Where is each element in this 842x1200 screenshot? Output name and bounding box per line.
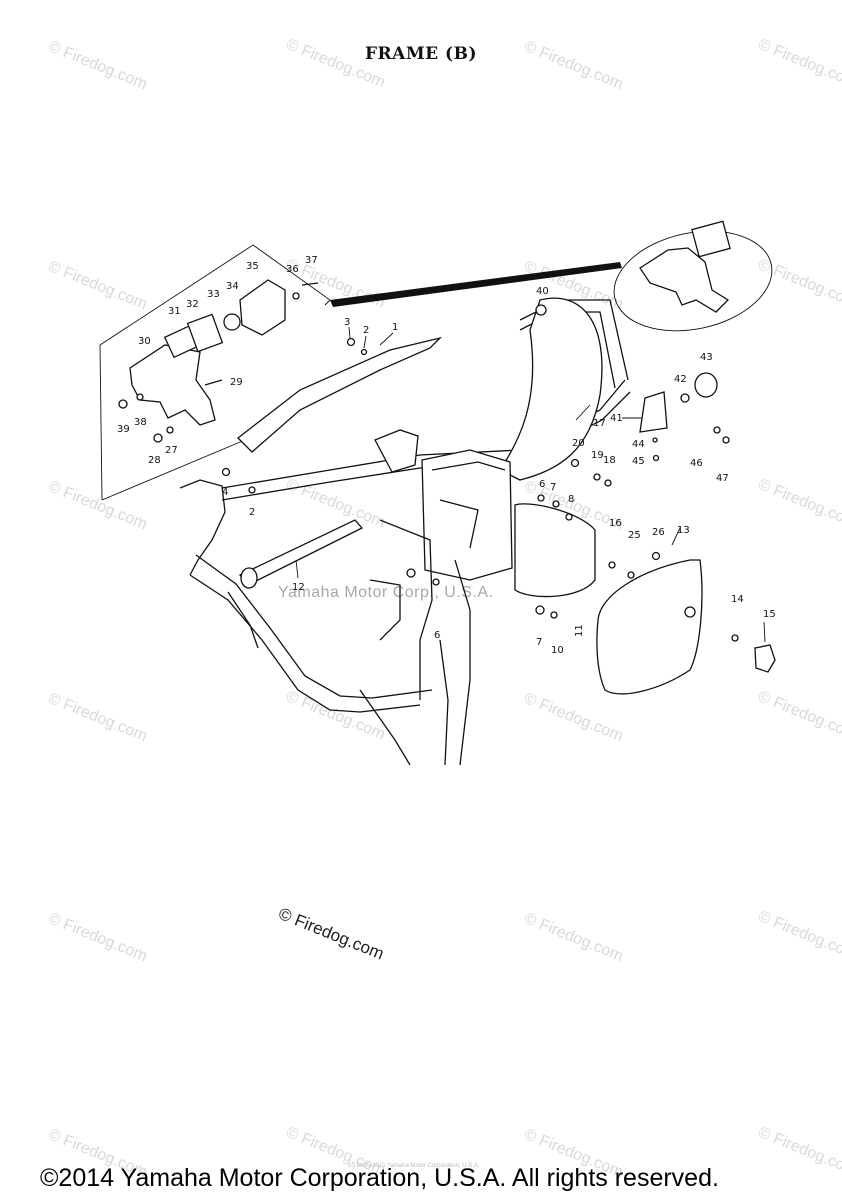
callout: 10 <box>551 645 564 656</box>
inset-panel <box>99 244 331 501</box>
callout: 46 <box>690 458 703 469</box>
chain-guard-1 <box>237 336 443 453</box>
callout: 26 <box>652 527 665 538</box>
rear-detail-oval <box>613 220 773 332</box>
callout: 20 <box>572 438 585 449</box>
callout-connector <box>330 262 622 307</box>
callout: 4 <box>222 487 228 498</box>
callout: 47 <box>716 473 729 484</box>
callout: 17 <box>593 418 606 429</box>
callout: 7 <box>550 482 556 493</box>
callout: 18 <box>603 455 616 466</box>
callout: 32 <box>186 299 199 310</box>
tail-lamp-43 <box>694 372 718 398</box>
callout: 38 <box>134 417 147 428</box>
callout: 6 <box>434 630 440 641</box>
grommet-34 <box>223 313 241 331</box>
callout: 12 <box>292 582 305 593</box>
callout: 19 <box>591 450 604 461</box>
callout: 3 <box>344 317 350 328</box>
callout: 41 <box>610 413 623 424</box>
fine-print: (c) 2005-2015 Yamaha Motor Corporation, … <box>348 1163 480 1169</box>
callout: 2 <box>249 507 255 518</box>
side-cover-13 <box>596 559 703 695</box>
callout: 7 <box>536 637 542 648</box>
callout: 27 <box>165 445 178 456</box>
callout: 6 <box>539 479 545 490</box>
callout: 42 <box>674 374 687 385</box>
callout: 35 <box>246 261 259 272</box>
bracket-plate-33 <box>186 313 224 353</box>
tail-lamp-35 <box>239 279 286 336</box>
callout: 29 <box>230 377 243 388</box>
callout: 44 <box>632 439 645 450</box>
callout: 25 <box>628 530 641 541</box>
license-bracket <box>129 344 216 426</box>
watermark-manufacturer: Yamaha Motor Corp., U.S.A. <box>278 584 494 601</box>
rear-fender <box>499 297 603 481</box>
callout: 33 <box>207 289 220 300</box>
main-frame <box>179 297 776 766</box>
callout: 8 <box>568 494 574 505</box>
callout: 15 <box>763 609 776 620</box>
callout: 2 <box>363 325 369 336</box>
battery-box <box>421 449 513 581</box>
callout: 43 <box>700 352 713 363</box>
callout: 36 <box>286 264 299 275</box>
callout: 28 <box>148 455 161 466</box>
shaft-12 <box>238 519 364 586</box>
tool-case-11 <box>514 503 596 598</box>
callout: 30 <box>138 336 151 347</box>
callout-labels: 1 2 2 3 4 6 6 7 7 8 10 11 12 13 14 15 16… <box>117 255 776 656</box>
callout: 1 <box>392 322 398 333</box>
callout: 39 <box>117 424 130 435</box>
callout: 16 <box>609 518 622 529</box>
reflector-41 <box>639 391 668 433</box>
copyright-footer: ©2014 Yamaha Motor Corporation, U.S.A. A… <box>40 1164 719 1192</box>
knob-15 <box>754 644 776 673</box>
callout: 45 <box>632 456 645 467</box>
callout: 11 <box>574 624 585 637</box>
callout: 37 <box>305 255 318 266</box>
callout: 31 <box>168 306 181 317</box>
callout: 40 <box>536 286 549 297</box>
callout: 13 <box>677 525 690 536</box>
callout: 34 <box>226 281 239 292</box>
page-title: FRAME (B) <box>364 44 478 64</box>
leader-lines <box>295 326 766 643</box>
callout: 14 <box>731 594 744 605</box>
